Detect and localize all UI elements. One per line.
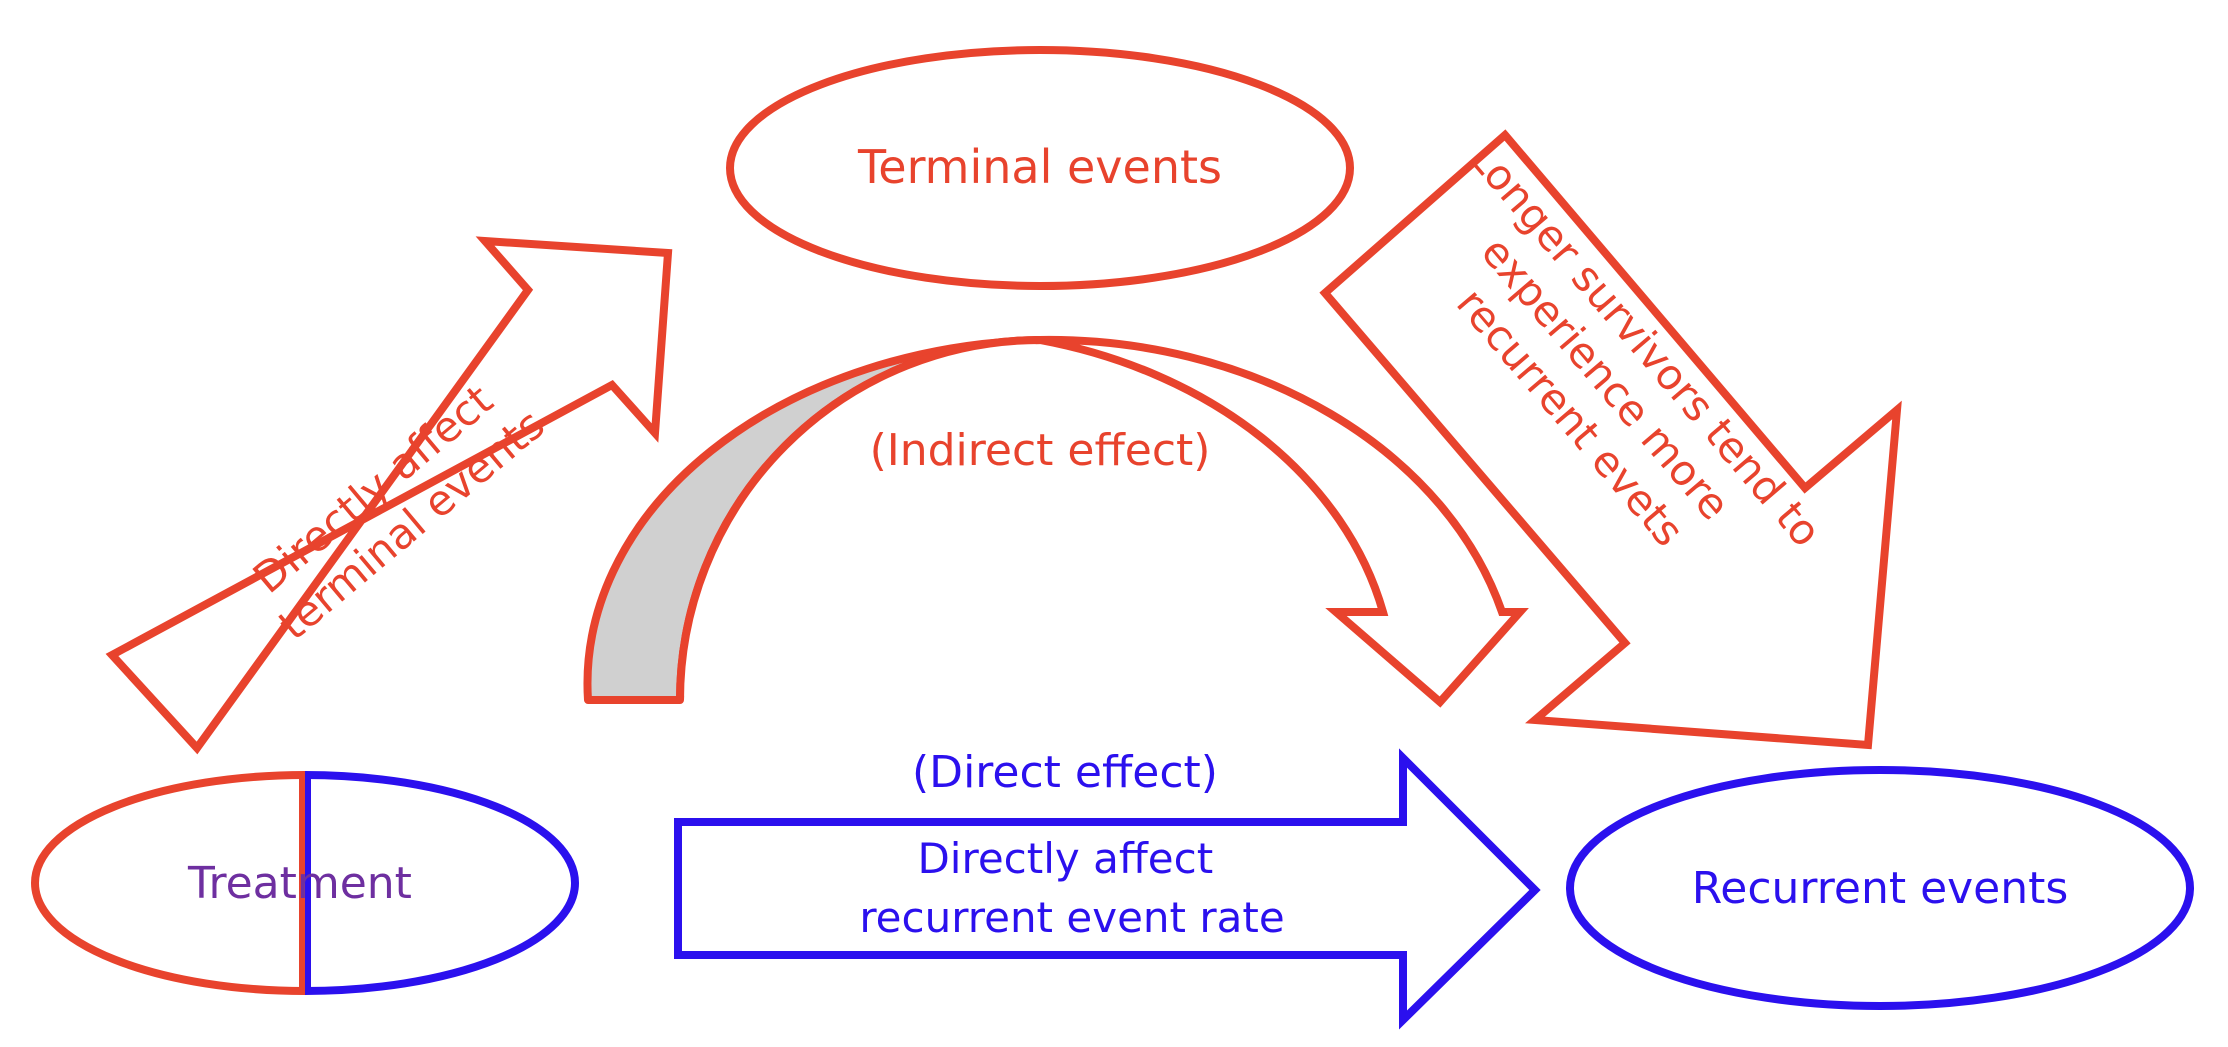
recurrent-events-label: Recurrent events	[1692, 863, 2069, 914]
treatment-node-left-half	[31, 771, 306, 995]
direct-effect-label: (Direct effect)	[912, 747, 1218, 798]
treatment-to-recurrent-line-2: recurrent event rate	[859, 893, 1284, 942]
treatment-label: Treatment	[187, 858, 412, 909]
treatment-to-terminal-arrow	[105, 236, 673, 755]
treatment-to-recurrent-line-1: Directly affect	[917, 834, 1213, 883]
recurrent-events-node	[1566, 766, 2194, 1010]
treatment-to-recurrent-arrow	[674, 748, 1541, 1030]
indirect-effect-label: (Indirect effect)	[870, 425, 1211, 476]
treatment-node-right-half	[304, 771, 579, 995]
terminal-events-node	[726, 46, 1354, 290]
indirect-arrow	[676, 335, 1529, 708]
terminal-events-label: Terminal events	[857, 140, 1222, 194]
treatment-to-recurrent-text: Directly affect recurrent event rate	[859, 834, 1284, 942]
terminal-to-recurrent-arrow	[1319, 129, 1902, 750]
